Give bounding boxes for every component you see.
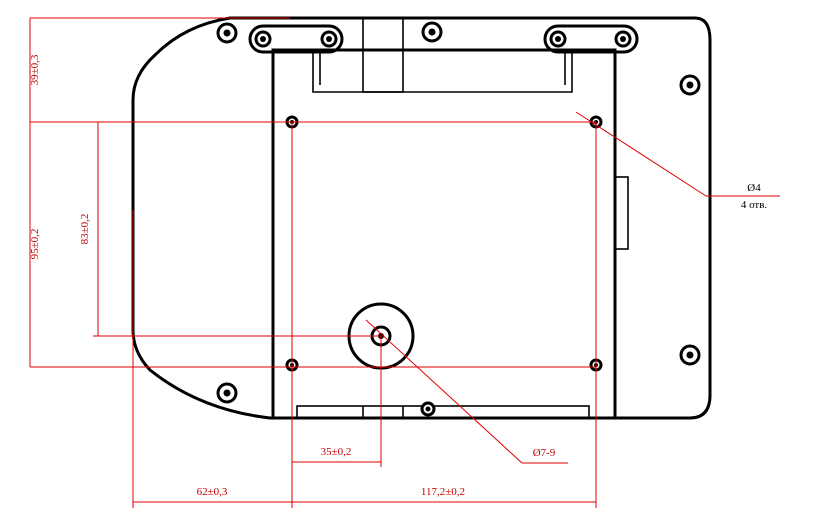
- bracket-frame: [271, 48, 617, 420]
- dimension-lines: [29, 17, 780, 508]
- hole-label-d4: Ø4: [747, 182, 761, 194]
- screw-top-left: [216, 22, 238, 44]
- screw-clamp-right-1: [549, 30, 567, 48]
- clamp-left: [248, 24, 344, 54]
- screw-right-top: [679, 74, 701, 96]
- dim-label-95: 95±0,2: [29, 229, 41, 260]
- bottom-bar: [296, 405, 590, 419]
- dim-label-62: 62±0,3: [197, 486, 228, 498]
- dim-label-117: 117,2±0,2: [421, 486, 465, 498]
- top-center-block: [362, 17, 404, 93]
- screw-bottom-left: [216, 382, 238, 404]
- screw-right-bottom: [679, 344, 701, 366]
- right-tab: [614, 176, 629, 250]
- screw-clamp-right-2: [614, 30, 632, 48]
- device-outline: [131, 16, 712, 420]
- screw-clamp-left-2: [320, 30, 338, 48]
- hole-label-d4-count: 4 отв.: [741, 199, 768, 211]
- dim-label-39: 39±0,3: [29, 54, 41, 85]
- screw-bottom-center: [420, 401, 436, 417]
- screw-clamp-left-1: [254, 30, 272, 48]
- dim-label-35: 35±0,2: [321, 446, 352, 458]
- screw-top-center: [421, 21, 443, 43]
- dim-label-83: 83±0,2: [79, 214, 91, 245]
- clamp-right: [543, 24, 639, 54]
- hole-label-d7: Ø7-9: [533, 447, 556, 459]
- top-plate: [312, 50, 573, 93]
